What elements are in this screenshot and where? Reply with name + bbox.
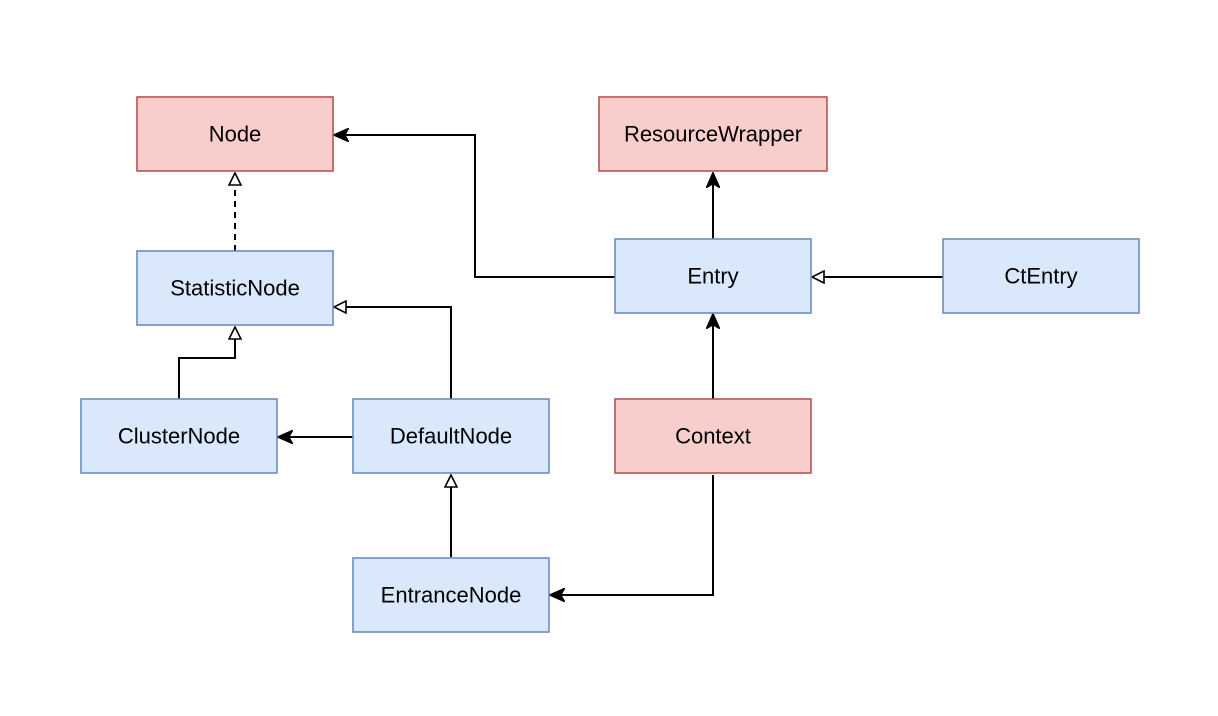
node-box-entrancenode[interactable]: EntranceNode <box>352 557 550 633</box>
node-label: Node <box>209 122 262 147</box>
statisticnode-label: StatisticNode <box>170 276 300 301</box>
node-box-resourcewrapper[interactable]: ResourceWrapper <box>598 96 828 172</box>
node-box-node[interactable]: Node <box>136 96 334 172</box>
edge-context-to-entrancenode <box>550 475 714 595</box>
context-label: Context <box>675 424 751 449</box>
entrancenode-label: EntranceNode <box>381 583 522 608</box>
node-box-entry[interactable]: Entry <box>614 238 812 314</box>
edge-clusternode-extends-statisticnode <box>178 327 235 399</box>
clusternode-label: ClusterNode <box>118 424 240 449</box>
edge-defaultnode-extends-statisticnode <box>334 307 452 399</box>
node-box-clusternode[interactable]: ClusterNode <box>80 398 278 474</box>
entry-label: Entry <box>687 264 738 289</box>
edge-entry-to-node <box>334 135 615 278</box>
defaultnode-label: DefaultNode <box>390 424 512 449</box>
resourcewrapper-label: ResourceWrapper <box>624 122 802 147</box>
node-box-statisticnode[interactable]: StatisticNode <box>136 250 334 326</box>
node-box-ctentry[interactable]: CtEntry <box>942 238 1140 314</box>
ctentry-label: CtEntry <box>1004 264 1077 289</box>
node-box-context[interactable]: Context <box>614 398 812 474</box>
node-box-defaultnode[interactable]: DefaultNode <box>352 398 550 474</box>
